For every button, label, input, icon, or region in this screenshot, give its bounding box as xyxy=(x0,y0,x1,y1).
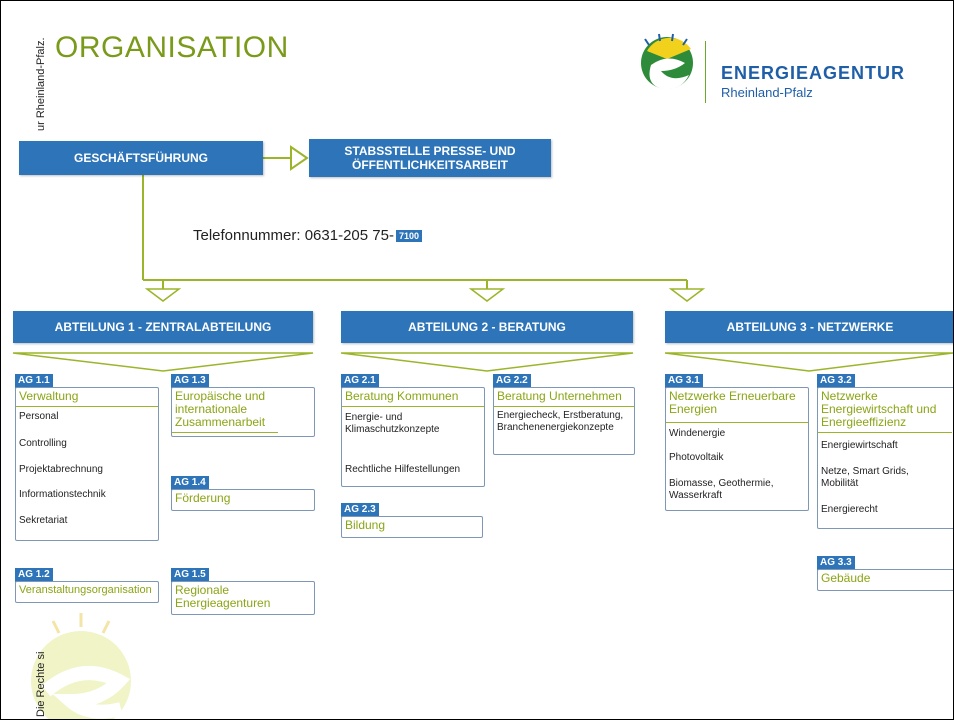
ag-1-3-card: Europäische und internationale Zusammena… xyxy=(171,387,315,437)
ag-2-3-title: Bildung xyxy=(345,518,386,532)
brand-name: ENERGIEAGENTUR xyxy=(721,63,906,83)
ag-1-2-tag: AG 1.2 xyxy=(15,568,53,582)
ag-3-2-tag: AG 3.2 xyxy=(817,374,855,388)
ag-3-3-tag: AG 3.3 xyxy=(817,556,855,570)
side-copyright-top: ur Rheinland-Pfalz. xyxy=(35,37,47,131)
ag-1-5-title: Regionale Energieagenturen xyxy=(175,583,271,610)
ag-3-3-title: Gebäude xyxy=(821,571,871,585)
ag-3-3-card: Gebäude xyxy=(817,569,953,591)
brand-separator xyxy=(705,41,706,103)
brand-logo-icon xyxy=(641,33,693,90)
phone-label: Telefonnummer: 0631-205 75- xyxy=(193,227,394,244)
phone-number: Telefonnummer: 0631-205 75-7100 xyxy=(193,227,422,244)
ag-2-1-card: Beratung Kommunen Energie- und Klimaschu… xyxy=(341,387,485,487)
list-item: Energierecht xyxy=(821,504,878,515)
ag-1-4-card: Förderung xyxy=(171,489,315,511)
press-office-box: STABSSTELLE PRESSE- UND ÖFFENTLICHKEITSA… xyxy=(309,139,551,177)
page-title: ORGANISATION xyxy=(55,31,289,64)
list-item: Energiewirtschaft xyxy=(821,440,898,451)
ag-1-1-title: Verwaltung xyxy=(16,388,158,407)
ag-2-3-tag: AG 2.3 xyxy=(341,503,379,517)
ag-1-2-title: Veranstaltungsorganisation xyxy=(19,584,152,596)
list-item: Energiecheck, Erstberatung, Branchenener… xyxy=(497,410,624,433)
ag-1-3-title: Europäische und internationale Zusammena… xyxy=(172,388,278,433)
management-box: GESCHÄFTSFÜHRUNG xyxy=(19,141,263,175)
ag-1-4-tag: AG 1.4 xyxy=(171,476,209,490)
list-item: Sekretariat xyxy=(19,515,68,526)
side-copyright-bottom: Die Rechte si xyxy=(35,651,47,717)
ag-3-1-tag: AG 3.1 xyxy=(665,374,703,388)
ag-3-1-title: Netzwerke Erneuerbare Energien xyxy=(666,388,808,423)
watermark-logo-icon xyxy=(31,613,131,719)
list-item: Energie- und Klimaschutzkonzepte xyxy=(345,412,440,435)
list-item: Rechtliche Hilfestellungen xyxy=(345,464,461,475)
list-item: Projektabrechnung xyxy=(19,464,103,475)
department-1-box: ABTEILUNG 1 - ZENTRALABTEILUNG xyxy=(13,311,313,343)
ag-1-3-tag: AG 1.3 xyxy=(171,374,209,388)
ag-3-2-title: Netzwerke Energiewirtschaft und Energiee… xyxy=(818,388,952,433)
list-item: Informationstechnik xyxy=(19,489,106,500)
ag-1-1-tag: AG 1.1 xyxy=(15,374,53,388)
department-3-box: ABTEILUNG 3 - NETZWERKE xyxy=(665,311,953,343)
ag-1-5-tag: AG 1.5 xyxy=(171,568,209,582)
ag-1-5-card: Regionale Energieagenturen xyxy=(171,581,315,615)
ag-2-2-tag: AG 2.2 xyxy=(493,374,531,388)
list-item: Windenergie xyxy=(669,428,726,439)
ag-2-1-title: Beratung Kommunen xyxy=(342,388,484,407)
ag-1-4-title: Förderung xyxy=(175,491,231,505)
ag-1-1-card: Verwaltung Personal Controlling Projekta… xyxy=(15,387,159,541)
ag-3-1-card: Netzwerke Erneuerbare Energien Windenerg… xyxy=(665,387,809,511)
phone-extension: 7100 xyxy=(395,230,422,243)
list-item: Controlling xyxy=(19,438,67,449)
ag-1-2-card: Veranstaltungsorganisation xyxy=(15,581,159,603)
brand-subtitle: Rheinland-Pfalz xyxy=(721,85,813,100)
list-item: Netze, Smart Grids, Mobilität xyxy=(821,466,909,489)
ag-3-2-card: Netzwerke Energiewirtschaft und Energiee… xyxy=(817,387,953,529)
list-item: Biomasse, Geothermie, Wasserkraft xyxy=(669,478,774,501)
ag-2-2-card: Beratung Unternehmen Energiecheck, Erstb… xyxy=(493,387,635,455)
list-item: Personal xyxy=(19,411,59,422)
ag-2-1-tag: AG 2.1 xyxy=(341,374,379,388)
list-item: Photovoltaik xyxy=(669,452,724,463)
ag-2-2-title: Beratung Unternehmen xyxy=(494,388,634,407)
department-2-box: ABTEILUNG 2 - BERATUNG xyxy=(341,311,633,343)
ag-2-3-card: Bildung xyxy=(341,516,483,538)
